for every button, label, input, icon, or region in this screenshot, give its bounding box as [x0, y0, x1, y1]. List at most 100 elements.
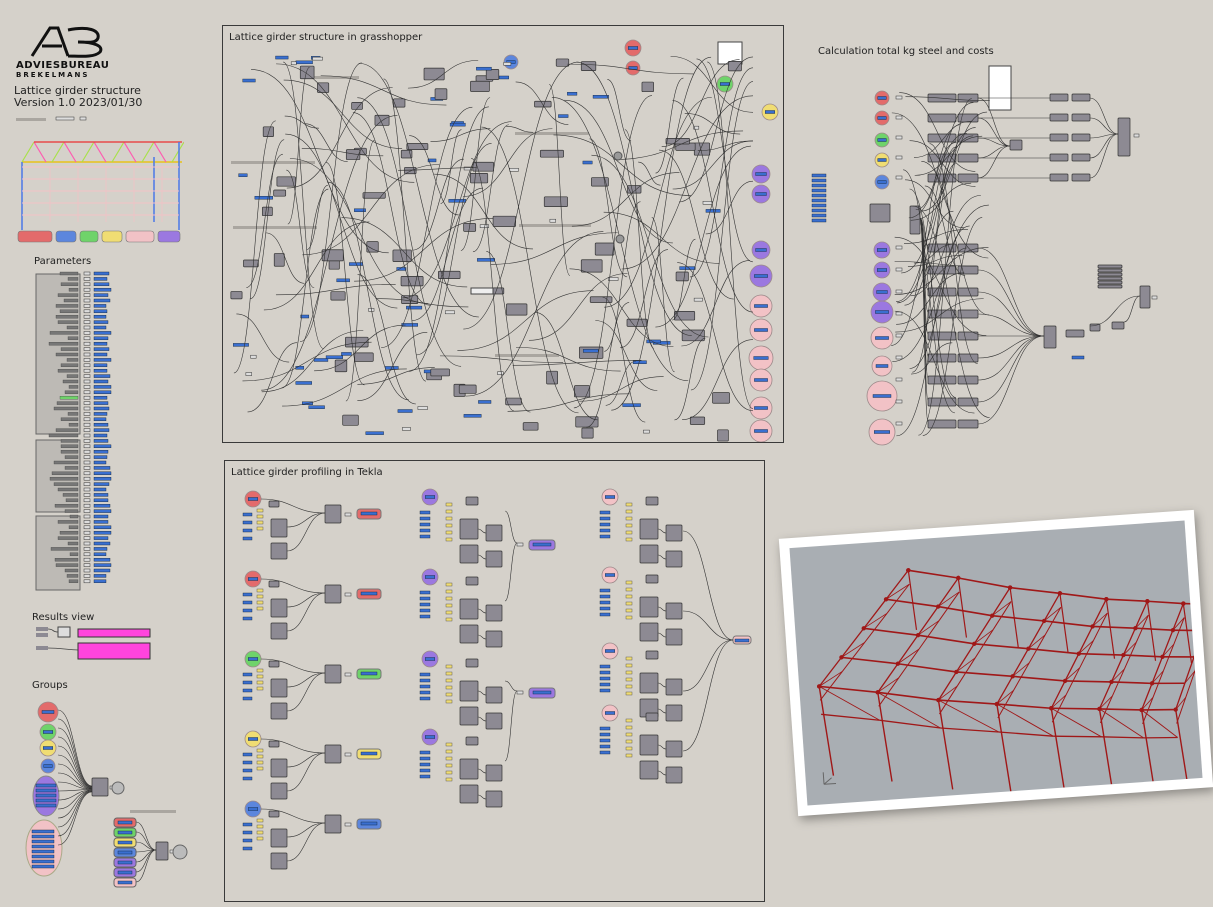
param-chip[interactable] — [600, 665, 610, 668]
port-chip[interactable] — [402, 427, 410, 430]
param-chip[interactable] — [94, 537, 108, 540]
port-chip[interactable] — [896, 156, 902, 159]
port-chip[interactable] — [896, 268, 902, 271]
param-chip[interactable] — [94, 310, 107, 313]
param-chip[interactable] — [94, 558, 110, 561]
port-chip[interactable] — [84, 569, 90, 572]
param-chip[interactable] — [600, 739, 610, 742]
component-node[interactable] — [460, 519, 478, 539]
param-chip[interactable] — [243, 689, 252, 692]
param-chip[interactable] — [478, 400, 491, 403]
param-chip[interactable] — [600, 689, 610, 692]
param-chip[interactable] — [420, 679, 430, 682]
component-node[interactable] — [1090, 324, 1100, 331]
param-chip[interactable] — [94, 364, 107, 367]
param-chip[interactable] — [420, 609, 430, 612]
component-node[interactable] — [523, 423, 538, 431]
param-chip[interactable] — [296, 366, 304, 369]
component-node[interactable] — [547, 371, 558, 384]
component-node[interactable] — [271, 783, 287, 799]
component-node[interactable] — [269, 661, 279, 667]
port-chip[interactable] — [896, 246, 902, 249]
port-chip[interactable] — [510, 168, 519, 171]
port-chip[interactable] — [313, 57, 323, 60]
param-chip[interactable] — [812, 214, 826, 217]
param-chip[interactable] — [36, 794, 56, 797]
param-chip[interactable] — [600, 529, 610, 532]
param-chip[interactable] — [1072, 356, 1084, 359]
port-chip[interactable] — [1134, 134, 1139, 137]
port-chip[interactable] — [84, 315, 90, 318]
component-node[interactable] — [870, 204, 890, 222]
port-chip[interactable] — [84, 564, 90, 567]
param-chip[interactable] — [94, 337, 108, 340]
port-chip[interactable] — [80, 117, 86, 120]
param-chip[interactable] — [600, 733, 610, 736]
component-node[interactable] — [271, 703, 287, 719]
param-chip[interactable] — [243, 79, 256, 82]
port-chip[interactable] — [84, 461, 90, 464]
component-node[interactable] — [466, 577, 478, 585]
param-chip[interactable] — [243, 617, 252, 620]
param-chip[interactable] — [94, 315, 106, 318]
param-chip[interactable] — [94, 412, 107, 415]
param-chip[interactable] — [366, 432, 384, 435]
component-node[interactable] — [540, 150, 563, 157]
port-chip[interactable] — [896, 334, 902, 337]
component-node[interactable] — [958, 420, 978, 428]
port-chip[interactable] — [84, 504, 90, 507]
component-node[interactable] — [92, 778, 108, 796]
component-node[interactable] — [470, 81, 489, 91]
port-chip[interactable] — [703, 201, 712, 204]
component-node[interactable] — [269, 811, 279, 817]
param-chip[interactable] — [36, 784, 56, 787]
param-chip[interactable] — [735, 639, 749, 642]
param-chip[interactable] — [477, 258, 494, 261]
component-node[interactable] — [713, 393, 730, 404]
param-chip[interactable] — [309, 406, 325, 409]
port-chip[interactable] — [291, 62, 296, 65]
param-chip[interactable] — [600, 751, 610, 754]
param-chip[interactable] — [32, 860, 54, 863]
param-chip[interactable] — [600, 595, 610, 598]
param-chip[interactable] — [420, 597, 430, 600]
component-node[interactable] — [666, 629, 682, 645]
param-chip[interactable] — [94, 515, 108, 518]
param-chip[interactable] — [255, 196, 273, 199]
param-chip[interactable] — [593, 95, 609, 98]
param-chip[interactable] — [296, 381, 312, 384]
param-chip[interactable] — [94, 531, 111, 534]
param-chip[interactable] — [94, 569, 110, 572]
param-chip[interactable] — [243, 681, 252, 684]
port-chip[interactable] — [84, 423, 90, 426]
param-chip[interactable] — [94, 483, 109, 486]
component-node[interactable] — [640, 623, 658, 641]
param-chip[interactable] — [32, 855, 54, 858]
param-chip[interactable] — [600, 535, 610, 538]
param-chip[interactable] — [94, 580, 106, 583]
component-node[interactable] — [1050, 154, 1068, 161]
component-node[interactable] — [642, 82, 654, 92]
component-node[interactable] — [666, 767, 682, 783]
port-chip[interactable] — [84, 375, 90, 378]
param-chip[interactable] — [94, 445, 111, 448]
param-chip[interactable] — [94, 369, 107, 372]
port-chip[interactable] — [84, 407, 90, 410]
component-node[interactable] — [486, 687, 502, 703]
param-chip[interactable] — [94, 526, 111, 529]
port-chip[interactable] — [84, 450, 90, 453]
param-chip[interactable] — [600, 613, 610, 616]
component-node[interactable] — [459, 385, 476, 393]
param-chip[interactable] — [118, 841, 132, 844]
param-chip[interactable] — [812, 209, 826, 212]
component-node[interactable] — [640, 519, 658, 539]
component-node[interactable] — [928, 398, 956, 406]
port-chip[interactable] — [84, 493, 90, 496]
param-chip[interactable] — [94, 294, 108, 297]
param-chip[interactable] — [243, 831, 252, 834]
param-chip[interactable] — [420, 511, 430, 514]
port-chip[interactable] — [84, 321, 90, 324]
component-node[interactable] — [431, 369, 450, 376]
param-chip[interactable] — [600, 677, 610, 680]
component-node[interactable] — [424, 68, 444, 80]
